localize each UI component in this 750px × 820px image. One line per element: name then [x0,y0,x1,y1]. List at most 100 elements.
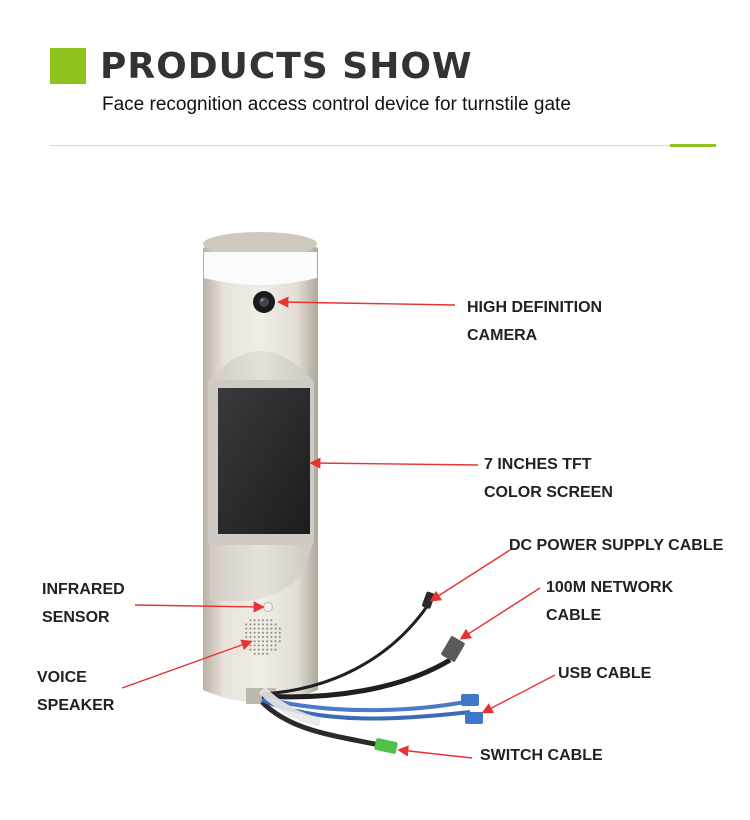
usb-label-line1: USB CABLE [558,665,652,682]
speaker-hole [249,619,252,622]
infrared-sensor [263,602,273,612]
usb-cable-wire-2 [261,696,466,713]
speaker-hole [253,640,256,643]
speaker-label: VOICE SPEAKER [37,664,114,720]
speaker-hole [253,648,256,651]
speaker-hole [262,619,264,622]
dc-power-label: DC POWER SUPPLY CABLE [509,532,723,560]
speaker-hole [274,627,277,630]
speaker-hole [249,644,252,647]
speaker-hole [245,640,248,643]
usb-arrow [481,674,556,714]
infrared-label: INFRARED SENSOR [42,576,125,632]
speaker-hole [262,640,264,643]
infrared-arrow [134,601,265,613]
infrared-label-line1: INFRARED [42,581,125,598]
switch-label: SWITCH CABLE [480,742,603,770]
screen-arrow [309,457,479,469]
switch-cable-wire [260,700,381,748]
screen-label-line2: COLOR SCREEN [484,484,613,501]
speaker-hole [274,636,277,638]
speaker-hole [270,644,273,647]
camera-label: HIGH DEFINITION CAMERA [467,294,602,350]
speaker-hole [262,644,264,647]
speaker-hole [257,627,260,630]
speaker-hole [274,623,277,626]
speaker-grille [245,619,281,655]
page-subtitle: Face recognition access control device f… [102,94,571,115]
speaker-arrow [121,639,253,689]
camera-label-line2: CAMERA [467,327,538,344]
speaker-hole [262,627,264,630]
screen-label: 7 INCHES TFT COLOR SCREEN [484,451,613,507]
speaker-hole [270,619,273,622]
speaker-hole [270,648,273,651]
speaker-hole [249,623,252,626]
title-accent-square [50,48,86,84]
speaker-hole [245,644,248,647]
speaker-hole [257,623,260,626]
speaker-hole [257,652,260,655]
network-label: 100M NETWORK CABLE [546,574,673,630]
dc-power-connector [422,591,435,609]
header-divider-accent [670,144,716,147]
speaker-hole [257,636,260,638]
dc-power-cable-wire [261,604,430,696]
speaker-hole [257,640,260,643]
network-connector [441,636,465,662]
speaker-hole [253,619,256,622]
speaker-hole [266,640,269,643]
speaker-hole [274,631,277,634]
usb-label: USB CABLE [558,660,651,688]
speaker-hole [253,636,256,638]
network-label-line1: 100M NETWORK [546,579,674,596]
callout-arrows [121,296,556,759]
speaker-hole [270,636,273,638]
speaker-hole [266,636,269,638]
speaker-hole [262,652,264,655]
speaker-hole [262,623,264,626]
speaker-hole [274,648,277,651]
speaker-hole [270,627,273,630]
switch-connector [374,738,398,754]
dc-power-arrow [429,549,511,602]
camera-label-line1: HIGH DEFINITION [467,299,603,316]
speaker-hole [249,636,252,638]
network-cable-wire [261,657,452,700]
speaker-hole [257,631,260,634]
page-title: PRODUCTS SHOW [100,46,473,87]
cable-bundle [246,591,483,754]
speaker-hole [245,636,248,638]
camera-lens [253,291,275,313]
speaker-hole [278,631,281,634]
speaker-hole [249,648,252,651]
speaker-hole [270,631,273,634]
speaker-hole [266,652,269,655]
network-arrow [459,587,541,640]
speaker-hole [245,631,248,634]
speaker-hole [257,619,260,622]
speaker-hole [266,631,269,634]
speaker-hole [262,631,264,634]
speaker-hole [253,631,256,634]
speaker-hole [245,627,248,630]
dc-power-label-line1: DC POWER SUPPLY CABLE [509,537,724,554]
speaker-hole [253,644,256,647]
camera-arrow [277,296,456,308]
header-divider [50,145,715,146]
screen-label-line1: 7 INCHES TFT [484,456,592,473]
speaker-hole [266,644,269,647]
speaker-hole [266,627,269,630]
tft-screen [208,380,314,545]
speaker-hole [278,640,281,643]
speaker-hole [253,623,256,626]
speaker-hole [278,627,281,630]
speaker-hole [249,627,252,630]
speaker-hole [257,648,260,651]
speaker-hole [245,623,248,626]
speaker-hole [257,644,260,647]
speaker-label-line2: SPEAKER [37,697,115,714]
speaker-hole [253,627,256,630]
usb-connector-2 [465,712,483,724]
